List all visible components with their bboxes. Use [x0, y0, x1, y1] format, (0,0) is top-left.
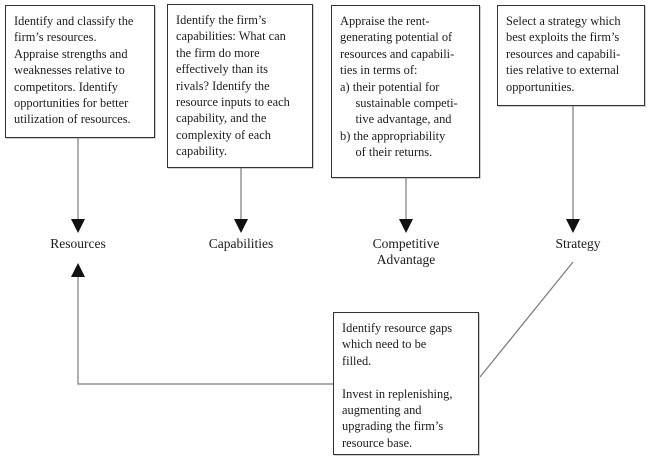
resources-box-text: Identify and classify the firm’s resourc…: [14, 14, 134, 127]
resources-arrow-down-icon: [71, 219, 85, 233]
competitive-advantage-box-text: Appraise the rent- generating potential …: [340, 14, 458, 160]
gaps-to-resources-line: [77, 276, 333, 385]
strategy-box: Select a strategy which best exploits th…: [497, 5, 645, 106]
strategy-label: Strategy: [555, 236, 601, 251]
capabilities-box-text: Identify the firm’s capabilities: What c…: [176, 13, 290, 159]
capabilities-label: Capabilities: [208, 236, 274, 251]
competitive-advantage-label: Competitive Advantage: [372, 236, 440, 267]
resource-gaps-box-text: Identify resource gaps which need to be …: [342, 321, 453, 450]
resources-arrow-up-icon: [71, 263, 85, 277]
resource-gaps-box: Identify resource gaps which need to be …: [333, 312, 479, 455]
competitive-advantage-arrow-down-icon: [399, 219, 413, 233]
competitive-advantage-box: Appraise the rent- generating potential …: [331, 5, 480, 178]
strategy-to-gaps-line: [479, 261, 574, 378]
strategy-arrow-down-icon: [566, 219, 580, 233]
capabilities-box: Identify the firm’s capabilities: What c…: [167, 4, 313, 168]
resources-label: Resources: [50, 236, 106, 251]
strategy-box-text: Select a strategy which best exploits th…: [506, 14, 621, 94]
capabilities-arrow-down-icon: [234, 219, 248, 233]
resources-box: Identify and classify the firm’s resourc…: [5, 5, 155, 138]
